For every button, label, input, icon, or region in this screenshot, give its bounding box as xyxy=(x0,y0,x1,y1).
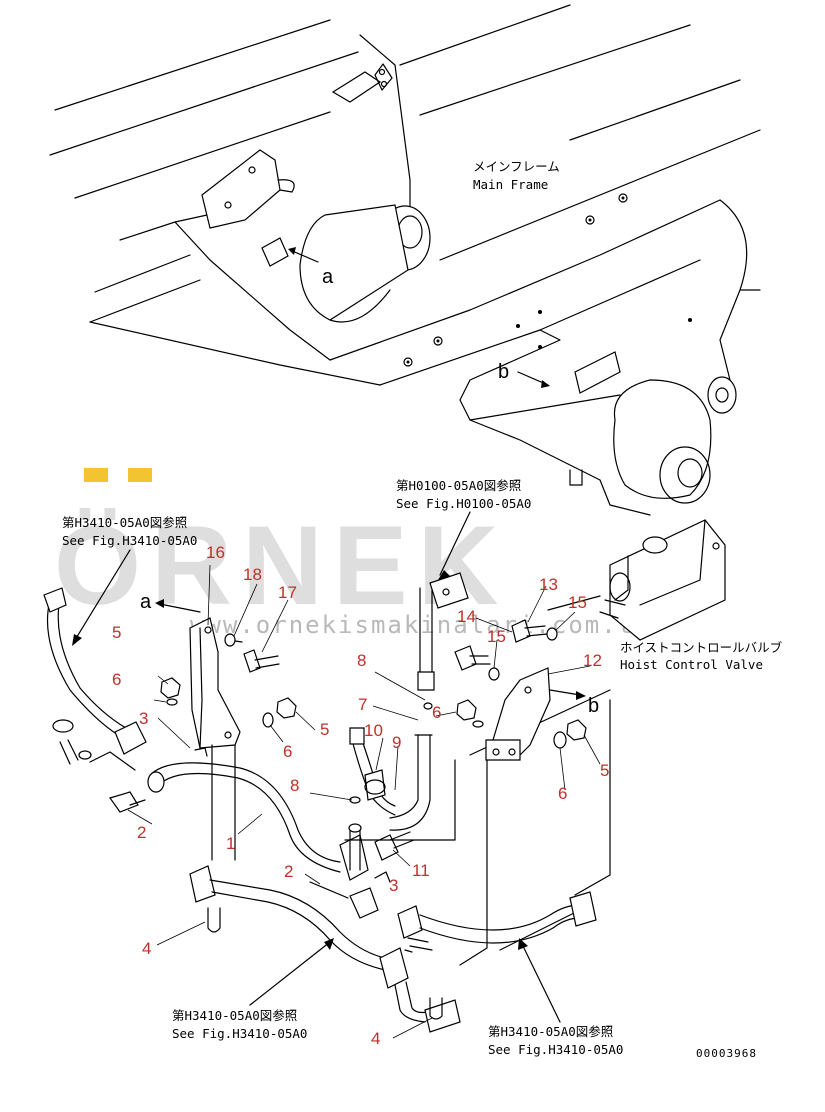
callout-14: 14 xyxy=(457,607,476,626)
callout-15-right: 15 xyxy=(568,593,587,612)
view-marker-a-detail: a xyxy=(140,591,152,613)
part-callouts: 1 2 2 3 3 4 4 5 5 5 6 6 6 6 7 8 8 9 10 1… xyxy=(112,543,609,1048)
callout-12: 12 xyxy=(583,651,602,670)
drawing-code: 00003968 xyxy=(696,1047,757,1060)
main-frame-drawing: a b xyxy=(49,4,761,516)
watermark-accent-left xyxy=(84,468,108,482)
callout-8-top: 8 xyxy=(357,651,366,670)
callout-16: 16 xyxy=(206,543,225,562)
watermark-accent-right xyxy=(128,468,152,482)
fig-h3410-bottom-label-en: See Fig.H3410-05A0 xyxy=(172,1026,307,1041)
bracket-16-drawing xyxy=(189,617,241,861)
fig-h0100-label-jp: 第H0100-05A0図参照 xyxy=(396,478,521,493)
callout-5-middle: 5 xyxy=(320,720,329,739)
callout-1: 1 xyxy=(226,834,235,853)
main-frame-label-en: Main Frame xyxy=(473,177,548,192)
watermark: ÖRNEK www.ornekismakinalari.com.tr xyxy=(54,468,651,639)
watermark-brand: ÖRNEK xyxy=(54,503,508,628)
callout-2-middle: 2 xyxy=(284,862,293,881)
callout-3-left: 3 xyxy=(139,709,148,728)
callout-6-left: 6 xyxy=(112,670,121,689)
left-flex-hose xyxy=(43,587,147,771)
view-marker-b-top: b xyxy=(498,361,509,383)
callout-6-center: 6 xyxy=(432,703,441,722)
callout-5-right: 5 xyxy=(600,761,609,780)
callout-2-left: 2 xyxy=(137,823,146,842)
hoist-valve-label-jp: ホイストコントロールバルブ xyxy=(620,640,783,655)
callout-6-right: 6 xyxy=(558,784,567,803)
callout-15-left: 15 xyxy=(487,627,506,646)
hoist-valve-label-en: Hoist Control Valve xyxy=(620,657,763,672)
lower-pipes xyxy=(189,865,597,1033)
callout-7: 7 xyxy=(358,695,367,714)
leader-lines xyxy=(127,564,601,1039)
callout-8-lower: 8 xyxy=(290,776,299,795)
callout-18: 18 xyxy=(243,565,262,584)
fig-h3410-bottom-label-jp: 第H3410-05A0図参照 xyxy=(172,1008,297,1023)
fig-h3410-left-label-jp: 第H3410-05A0図参照 xyxy=(62,515,187,530)
hoist-control-valve-drawing xyxy=(547,519,726,641)
fig-h0100-label-en: See Fig.H0100-05A0 xyxy=(396,496,531,511)
callout-4-left: 4 xyxy=(142,939,151,958)
tube-vertical xyxy=(389,572,469,831)
fig-h3410-left-label-en: See Fig.H3410-05A0 xyxy=(62,533,197,548)
watermark-url: www.ornekismakinalari.com.tr xyxy=(190,611,651,639)
fig-h3410-right-label-jp: 第H3410-05A0図参照 xyxy=(488,1024,613,1039)
callout-11: 11 xyxy=(412,861,430,880)
callout-10: 10 xyxy=(364,721,383,740)
callout-4-bottom: 4 xyxy=(371,1029,380,1048)
callout-9: 9 xyxy=(392,733,401,752)
callout-17: 17 xyxy=(278,583,297,602)
main-frame-label-jp: メインフレーム xyxy=(473,159,560,174)
view-marker-b-detail: b xyxy=(588,695,599,717)
callout-13: 13 xyxy=(539,575,558,594)
callout-6-middle: 6 xyxy=(283,742,292,761)
view-marker-a-top: a xyxy=(322,266,334,288)
tube-1 xyxy=(147,762,369,881)
callout-3-middle: 3 xyxy=(389,876,398,895)
fig-h3410-right-label-en: See Fig.H3410-05A0 xyxy=(488,1042,623,1057)
callout-5-left: 5 xyxy=(112,623,121,642)
